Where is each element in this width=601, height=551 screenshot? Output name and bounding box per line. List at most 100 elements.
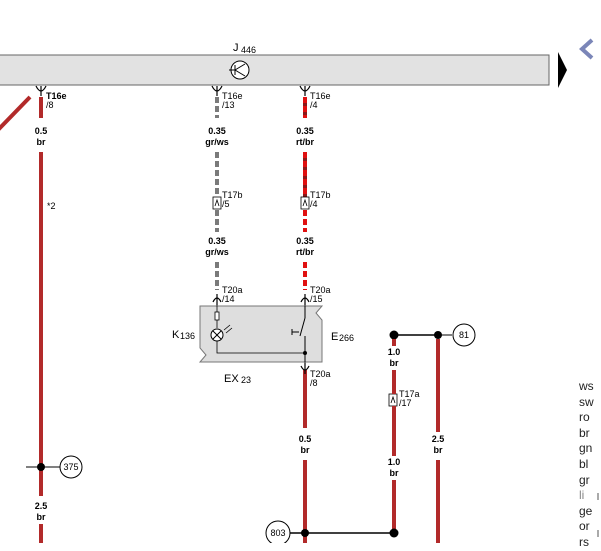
wire-label-right-top: 0.35 rt/br	[296, 126, 314, 147]
svg-text:2.5: 2.5	[432, 434, 445, 444]
lamp-fuse-icon	[214, 311, 220, 321]
junction-dot	[303, 351, 307, 355]
connector-label-t20a-15: T20a /15	[310, 285, 331, 304]
switch-icon	[291, 306, 306, 362]
module-internal-line	[216, 341, 305, 354]
led-arrows-icon	[223, 324, 233, 334]
svg-text:0.35: 0.35	[208, 236, 226, 246]
svg-text:T17b: T17b	[310, 190, 331, 200]
svg-text:br: br	[37, 512, 46, 522]
svg-text:K: K	[172, 329, 180, 341]
reference-375[interactable]: 375	[59, 455, 83, 479]
connector-label-t16e-8: T16e /8	[46, 91, 67, 110]
junction-dot	[37, 463, 45, 471]
reference-81[interactable]: 81	[452, 323, 476, 347]
svg-text:1.0: 1.0	[388, 457, 401, 467]
wire-label-c5: 2.5 br	[432, 434, 445, 455]
svg-text:br: br	[301, 445, 310, 455]
wire-note: *2	[47, 201, 56, 211]
connector-label-t17a-17: T17a /17	[399, 389, 420, 408]
wire-label-mid-top: 0.35 gr/ws	[205, 126, 229, 147]
wire-label-c4-bottom: 1.0 br	[388, 457, 401, 478]
control-unit-bar	[0, 54, 550, 86]
wire-diagonal-left	[0, 95, 32, 131]
component-label-k136: K 136	[172, 329, 195, 341]
svg-text:T17b: T17b	[222, 190, 243, 200]
wire-label-mid-low: 0.35 gr/ws	[205, 236, 229, 257]
svg-text:81: 81	[459, 330, 469, 340]
svg-text:gr/ws: gr/ws	[205, 137, 229, 147]
legend-item: li	[579, 488, 585, 503]
svg-text:br: br	[390, 468, 399, 478]
junction-dot	[301, 529, 309, 537]
chevron-left-icon	[579, 38, 594, 60]
junction-dot	[434, 331, 442, 339]
previous-page-button[interactable]	[574, 36, 600, 62]
svg-text:T17a: T17a	[399, 389, 420, 399]
connector-label-t17b-5: T17b /5	[222, 190, 243, 209]
svg-text:rt/br: rt/br	[296, 137, 314, 147]
svg-text:0.35: 0.35	[296, 126, 314, 136]
legend-item: sw	[579, 394, 594, 409]
svg-text:T16e: T16e	[46, 91, 67, 101]
svg-text:EX: EX	[224, 373, 239, 385]
pin-fork-icon	[212, 294, 310, 374]
svg-text:T16e: T16e	[222, 91, 243, 101]
bulb-icon	[210, 328, 224, 342]
svg-text:/8: /8	[46, 100, 54, 110]
component-label-ex23: EX 23	[224, 373, 251, 385]
connector-label-t16e-13: T16e /13	[222, 91, 243, 110]
legend-item: ge	[579, 503, 593, 518]
svg-text:rt/br: rt/br	[296, 247, 314, 257]
svg-text:br: br	[37, 137, 46, 147]
svg-text:gr/ws: gr/ws	[205, 247, 229, 257]
svg-text:0.5: 0.5	[35, 126, 48, 136]
svg-text:446: 446	[241, 45, 256, 55]
junction-dot	[389, 528, 399, 538]
svg-text:/15: /15	[310, 294, 323, 304]
bar-continue-arrow-icon	[558, 52, 567, 88]
svg-text:/13: /13	[222, 100, 235, 110]
transistor-icon	[229, 60, 250, 80]
svg-text:136: 136	[180, 331, 195, 341]
connector-label-t17b-4: T17b /4	[310, 190, 331, 209]
svg-text:/17: /17	[399, 398, 412, 408]
svg-text:375: 375	[63, 462, 78, 472]
svg-text:0.35: 0.35	[296, 236, 314, 246]
connector-label-t20a-8: T20a /8	[310, 369, 331, 388]
svg-text:/4: /4	[310, 199, 318, 209]
svg-text:/8: /8	[310, 378, 318, 388]
svg-text:J: J	[233, 42, 239, 54]
svg-text:T16e: T16e	[310, 91, 331, 101]
reference-803[interactable]: 803	[265, 520, 291, 543]
svg-text:/4: /4	[310, 100, 318, 110]
svg-text:0.5: 0.5	[299, 434, 312, 444]
wire-label-left-top: 0.5 br	[35, 126, 48, 147]
wire-label-right-low: 0.35 rt/br	[296, 236, 314, 257]
svg-text:E: E	[331, 331, 338, 343]
svg-text:/14: /14	[222, 294, 235, 304]
svg-text:T20a: T20a	[310, 285, 331, 295]
pin-fork-icon	[35, 85, 311, 96]
svg-text:266: 266	[339, 333, 354, 343]
svg-text:2.5: 2.5	[35, 501, 48, 511]
legend-item: br	[579, 425, 590, 440]
component-label-e266: E 266	[331, 331, 354, 343]
wire-label-c4-top: 1.0 br	[388, 347, 401, 368]
legend-item: ws	[579, 379, 594, 393]
svg-text:1.0: 1.0	[388, 347, 401, 357]
connector-label-t20a-14: T20a /14	[222, 285, 243, 304]
svg-text:br: br	[434, 445, 443, 455]
wire-label-left-bottom: 2.5 br	[35, 501, 48, 522]
legend-item: gr	[579, 472, 590, 487]
connector-icon	[212, 196, 398, 407]
svg-text:803: 803	[270, 528, 285, 538]
connector-label-t16e-4: T16e /4	[310, 91, 331, 110]
legend-item: bl	[579, 456, 589, 471]
legend-item: rs	[579, 534, 589, 549]
legend-item: or	[579, 519, 590, 534]
svg-text:23: 23	[241, 375, 251, 385]
svg-text:br: br	[390, 358, 399, 368]
